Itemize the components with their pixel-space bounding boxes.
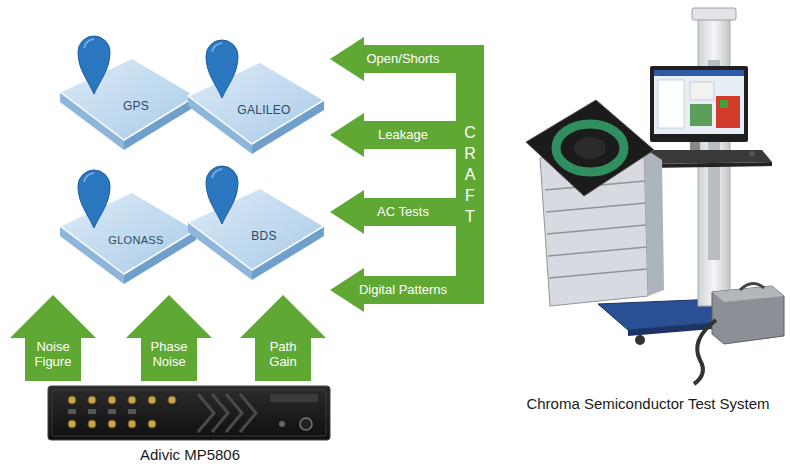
pin-highlight xyxy=(212,169,222,178)
tile-top xyxy=(60,192,196,274)
test-name: AC Tests xyxy=(377,204,429,220)
instrument-picture xyxy=(48,386,330,440)
test-system-picture xyxy=(526,8,784,384)
map-pin xyxy=(78,170,110,228)
measurement-arrow: Phase Noise xyxy=(126,295,212,381)
map-pin xyxy=(78,36,110,94)
craft-bar: C R A F T xyxy=(456,45,484,304)
map-pin xyxy=(206,40,238,98)
arrow-body xyxy=(10,295,96,381)
test-name: Noise Figure xyxy=(26,339,80,369)
pin-highlight xyxy=(84,173,94,182)
system-name: GLONASS xyxy=(108,233,163,247)
gnss-tile: GALILEO xyxy=(186,60,326,160)
system-name: GALILEO xyxy=(237,103,290,117)
picture-caption: Chroma Semiconductor Test System xyxy=(500,395,796,413)
tile-top xyxy=(60,58,196,140)
tile-top xyxy=(188,62,324,144)
system-name: BDS xyxy=(251,229,277,243)
test-name: Phase Noise xyxy=(142,339,196,369)
gnss-tile: GPS xyxy=(58,56,198,156)
pin-highlight xyxy=(84,39,94,48)
test-name: Leakage xyxy=(378,127,428,143)
bar-title: C R A F T xyxy=(462,122,478,227)
arrow-body xyxy=(330,37,460,81)
test-name: Path Gain xyxy=(256,339,310,369)
test-name: Digital Patterns xyxy=(359,282,447,298)
arrow-body xyxy=(330,113,460,157)
test-arrow: AC Tests xyxy=(330,190,460,234)
pin-highlight xyxy=(212,43,222,52)
arrow-body xyxy=(240,295,326,381)
bar-body xyxy=(456,45,484,304)
test-arrow: Digital Patterns xyxy=(330,268,460,312)
picture-caption: Adivic MP5806 xyxy=(40,446,340,464)
test-name: Open/Shorts xyxy=(367,51,440,67)
arrow-body xyxy=(126,295,212,381)
tile-top xyxy=(188,188,324,270)
gnss-tile: GLONASS xyxy=(58,190,198,290)
system-name: GPS xyxy=(123,99,149,113)
gnss-tile: BDS xyxy=(186,186,326,286)
arrow-body xyxy=(330,268,460,312)
test-arrow: Leakage xyxy=(330,113,460,157)
map-pin xyxy=(206,166,238,224)
measurement-arrow: Noise Figure xyxy=(10,295,96,381)
test-arrow: Open/Shorts xyxy=(330,37,460,81)
arrow-body xyxy=(330,190,460,234)
measurement-arrow: Path Gain xyxy=(240,295,326,381)
